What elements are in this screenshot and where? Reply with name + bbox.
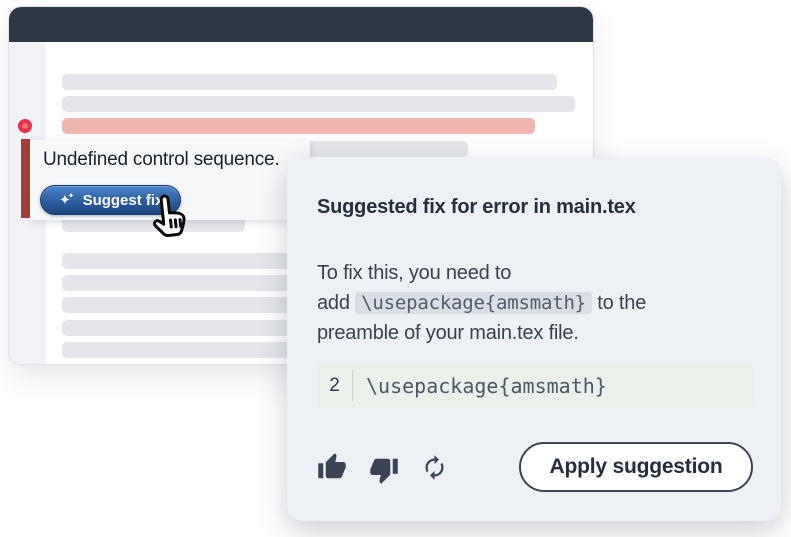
suggest-fix-button[interactable]: Suggest fix [40,185,181,215]
editor-error-line [62,118,535,134]
error-message: Undefined control sequence. [43,149,280,170]
suggest-fix-label: Suggest fix [82,191,164,209]
cursor-hand-icon [145,191,195,250]
editor-placeholder-line [62,96,575,112]
error-gutter-bar [21,139,30,218]
body-line-2: add \usepackage{amsmath} to the [317,292,647,314]
code-line-content: \usepackage{amsmath} [366,373,607,398]
popup-footer: Apply suggestion [317,442,753,492]
code-gutter-divider [352,370,353,401]
body-line-1: To fix this, you need to [317,262,512,284]
suggestion-popup: Suggested fix for error in main.tex To f… [287,158,781,521]
thumbs-up-icon[interactable] [317,452,347,482]
editor-placeholder-line [62,74,557,90]
inline-code: \usepackage{amsmath} [355,292,592,314]
body-line-3: preamble of your main.tex file. [317,322,579,344]
error-marker-dot-inner [22,123,28,129]
popup-title: Suggested fix for error in main.tex [317,196,636,218]
sparkle-icon [59,192,74,205]
feedback-icons [317,449,448,485]
apply-suggestion-button[interactable]: Apply suggestion [519,442,753,492]
error-marker-dot[interactable] [18,119,32,133]
popup-body-text: To fix this, you need to add \usepackage… [317,258,747,348]
code-line-number: 2 [329,374,340,396]
regenerate-icon[interactable] [421,454,448,481]
editor-title-bar [9,7,593,42]
thumbs-down-icon[interactable] [369,455,399,485]
suggested-code-block: 2 \usepackage{amsmath} [317,363,753,408]
